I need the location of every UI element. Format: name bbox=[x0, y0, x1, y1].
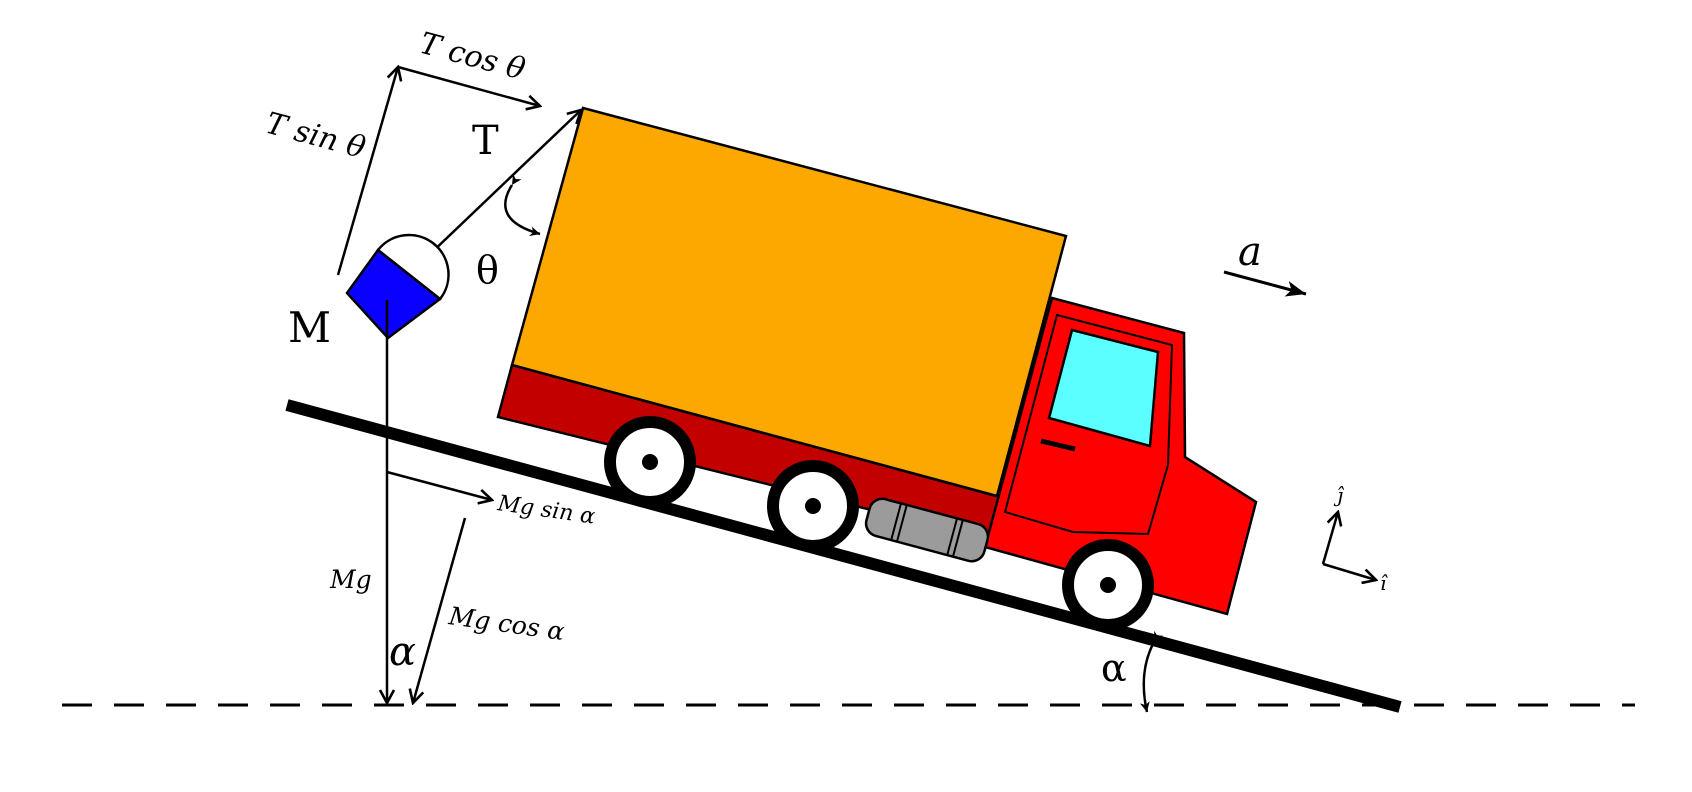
truck-door bbox=[1003, 313, 1174, 536]
wheel-middle bbox=[767, 460, 859, 552]
label-M: M bbox=[288, 303, 331, 352]
fuel-tank bbox=[864, 497, 990, 563]
vector-T-cos bbox=[397, 65, 540, 106]
wheel-front bbox=[1062, 539, 1154, 631]
wheel-rear bbox=[604, 416, 696, 508]
mass-cap bbox=[376, 233, 450, 301]
cargo-box bbox=[510, 106, 1068, 498]
incline-surface bbox=[285, 399, 1402, 713]
vector-Mg-sin bbox=[386, 470, 492, 500]
vector-Mg-cos bbox=[413, 517, 467, 703]
label-T-sin: T sin θ bbox=[262, 106, 369, 166]
unit-vectors bbox=[1321, 512, 1376, 580]
label-alpha-right: α bbox=[1101, 646, 1127, 690]
truck-window bbox=[1047, 328, 1160, 448]
theta-angle-arc bbox=[504, 173, 541, 237]
tension-rope bbox=[427, 110, 581, 257]
acceleration-arrow bbox=[1223, 270, 1307, 297]
label-j-hat: ĵ bbox=[1333, 483, 1345, 507]
label-alpha-left: α bbox=[389, 629, 416, 675]
vector-T-sin bbox=[336, 67, 398, 276]
door-handle bbox=[1040, 438, 1076, 452]
label-Mg: Mg bbox=[329, 565, 372, 594]
pendulum-mass-icon bbox=[345, 110, 581, 340]
label-T-cos: T cos θ bbox=[416, 26, 529, 88]
label-acceleration: a bbox=[1238, 229, 1262, 275]
label-T: T bbox=[472, 118, 499, 164]
label-Mg-sin: Mg sin α bbox=[495, 491, 597, 530]
label-i-hat: î bbox=[1380, 571, 1388, 595]
label-Mg-cos: Mg cos α bbox=[446, 601, 566, 646]
truck-icon bbox=[496, 106, 1258, 631]
alpha-angle-arc bbox=[1139, 630, 1164, 713]
label-theta: θ bbox=[476, 248, 499, 292]
